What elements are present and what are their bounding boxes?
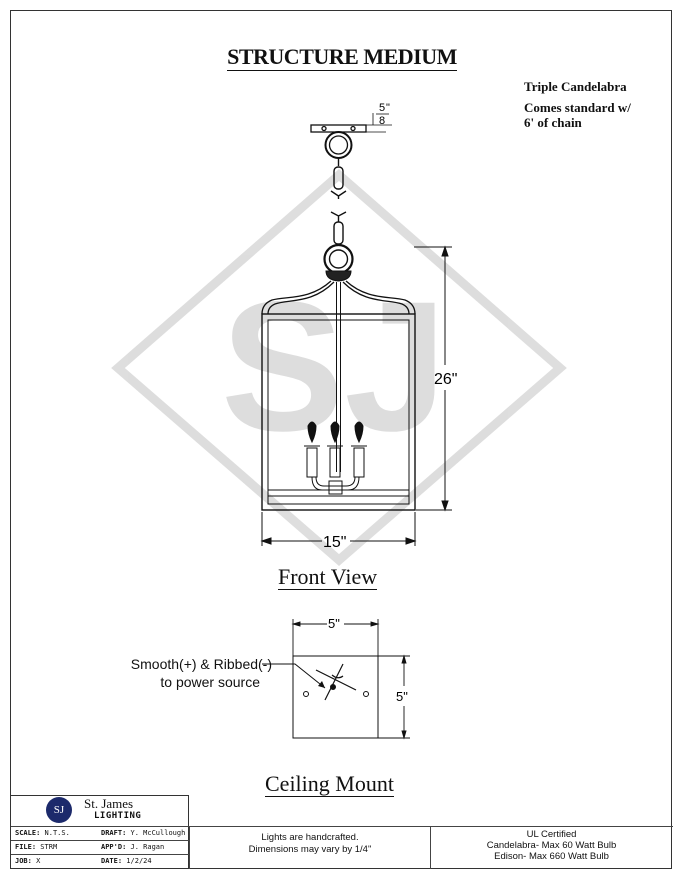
cert-ul: UL Certified bbox=[526, 829, 577, 840]
scale-field: SCALE: N.T.S. bbox=[15, 829, 70, 837]
brand-name: St. James bbox=[84, 796, 134, 811]
mount-width-label: 5" bbox=[328, 616, 340, 631]
ceiling-mount-plate bbox=[292, 655, 379, 739]
callout-line-1: Smooth(+) & Ribbed(-) bbox=[130, 656, 272, 672]
front-view-text: Front View bbox=[278, 564, 378, 590]
brand-subname: LIGHTING bbox=[94, 811, 142, 821]
appd-field: APP'D: J. Ragan bbox=[101, 843, 165, 851]
canopy-dim-unit: " bbox=[386, 102, 390, 114]
front-view-label: Front View bbox=[278, 564, 378, 590]
ceiling-mount-text: Ceiling Mount bbox=[265, 771, 394, 797]
callout-line-2: to power source bbox=[160, 674, 260, 690]
ceiling-mount-label: Ceiling Mount bbox=[265, 771, 394, 797]
note-candelabra: Triple Candelabra bbox=[524, 79, 627, 94]
drawing-sheet-border bbox=[10, 10, 672, 869]
canopy-dim-num: 5 bbox=[379, 102, 385, 114]
watermark: SJ bbox=[111, 169, 567, 566]
tb-rule-3 bbox=[11, 854, 189, 855]
canopy-dimension bbox=[366, 113, 392, 133]
title-block-brand bbox=[11, 795, 189, 868]
cert-candelabra: Candelabra- Max 60 Watt Bulb bbox=[486, 840, 617, 851]
width-dim-label: 15" bbox=[323, 534, 346, 551]
title-block-top-rule bbox=[11, 826, 673, 827]
height-dim-label: 26" bbox=[434, 371, 457, 388]
note-chain: Comes standard w/ 6' of chain bbox=[524, 100, 631, 130]
draft-field: DRAFT: Y. McCullough bbox=[101, 829, 186, 837]
file-field: FILE: STRM bbox=[15, 843, 58, 851]
job-field: JOB: X bbox=[15, 857, 41, 865]
brand-logo-icon: SJ bbox=[46, 797, 72, 823]
handcrafted-note: Lights are handcrafted. Dimensions may v… bbox=[189, 826, 430, 869]
mount-height-label: 5" bbox=[396, 689, 408, 704]
mount-width-dimension bbox=[291, 619, 380, 656]
canopy bbox=[310, 124, 367, 159]
fixture-notes: Triple Candelabra Comes standard w/ 6' o… bbox=[524, 79, 674, 130]
brand-block: SJ St. James LIGHTING bbox=[11, 796, 189, 826]
candelabra bbox=[304, 421, 367, 495]
page-title: STRUCTURE MEDIUM bbox=[0, 44, 684, 71]
height-dimension bbox=[414, 245, 452, 512]
cert-edison: Edison- Max 660 Watt Bulb bbox=[494, 851, 609, 862]
width-dimension bbox=[260, 512, 417, 546]
page-title-text: STRUCTURE MEDIUM bbox=[227, 44, 457, 71]
note-dimensions-vary: Dimensions may vary by 1/4" bbox=[248, 844, 372, 855]
note-handcrafted: Lights are handcrafted. bbox=[261, 832, 359, 843]
callout-leader bbox=[262, 663, 326, 689]
power-callout: Smooth(+) & Ribbed(-) to power source bbox=[92, 655, 272, 691]
mount-height-dimension bbox=[378, 654, 410, 740]
canopy-dim-den: 8 bbox=[379, 115, 385, 127]
chain bbox=[323, 158, 354, 275]
tb-rule-2 bbox=[11, 840, 189, 841]
date-field: DATE: 1/2/24 bbox=[101, 857, 152, 865]
certification-block: UL Certified Candelabra- Max 60 Watt Bul… bbox=[430, 826, 672, 869]
